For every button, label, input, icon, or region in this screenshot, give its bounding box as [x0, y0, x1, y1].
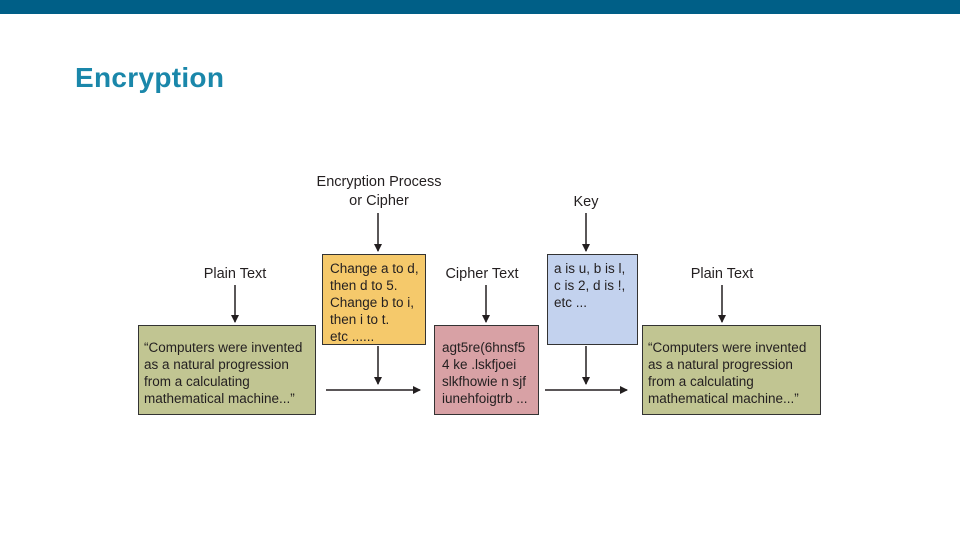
top-accent-bar — [0, 0, 960, 14]
label-key: Key — [573, 194, 599, 210]
plain-text-input-box: “Computers were invented as a natural pr… — [138, 325, 316, 415]
label-plain-text-left: Plain Text — [203, 266, 267, 282]
key-mapping-box: a is u, b is l, c is 2, d is !, etc ... — [547, 254, 638, 345]
plain-text-output-box: “Computers were invented as a natural pr… — [642, 325, 821, 415]
label-encryption-process: Encryption Process or Cipher — [316, 174, 442, 209]
cipher-rule-box: Change a to d, then d to 5. Change b to … — [322, 254, 426, 345]
label-plain-text-right: Plain Text — [690, 266, 754, 282]
label-cipher-text: Cipher Text — [445, 266, 519, 282]
slide-title: Encryption — [75, 62, 225, 93]
cipher-text-box: agt5re(6hnsf5 4 ke .lskfjoei slkfhowie n… — [434, 325, 539, 415]
